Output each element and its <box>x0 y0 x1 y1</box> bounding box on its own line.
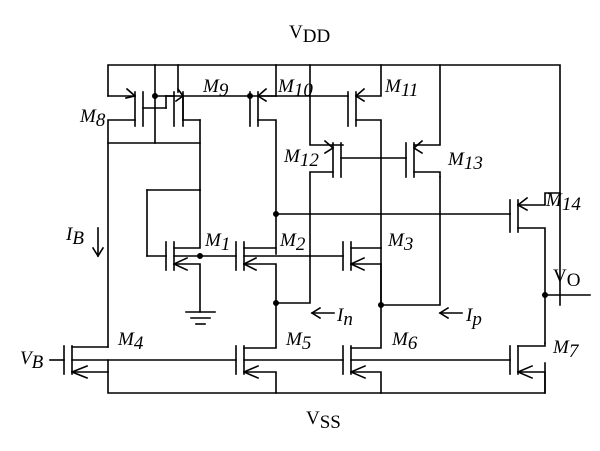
transistor-m13 <box>405 64 441 178</box>
m2-label: M2 <box>279 230 306 255</box>
transistor-m8 <box>107 87 167 348</box>
m8-label: M8 <box>79 106 106 131</box>
transistor-m6 <box>342 304 511 394</box>
ground-symbol <box>185 311 216 325</box>
junction-dots <box>152 93 548 308</box>
in-label: In <box>336 305 353 330</box>
vb-label: VB <box>20 348 44 373</box>
transistor-m2 <box>173 241 344 304</box>
vss-rail <box>107 359 546 394</box>
transistor-m12 <box>275 64 407 304</box>
transistor-m4 <box>49 345 237 380</box>
m5-label: M5 <box>285 329 311 354</box>
current-arrow-ib <box>91 227 105 258</box>
transistor-m1 <box>146 189 201 313</box>
m14-label: M14 <box>545 190 581 215</box>
transistor-m10 <box>182 64 277 255</box>
transistor-m14 <box>275 192 561 344</box>
vo-label: VO <box>553 266 580 291</box>
vdd-rail <box>107 64 561 306</box>
m3-label: M3 <box>387 230 413 255</box>
transistor-m5 <box>235 302 344 394</box>
ip-label: Ip <box>465 305 482 330</box>
vss-label: VSS <box>306 408 341 433</box>
m1-label: M1 <box>204 230 230 255</box>
transistor-m3 <box>342 241 382 306</box>
current-arrow-ip <box>438 306 463 320</box>
current-arrow-in <box>310 306 335 320</box>
m12-label: M12 <box>283 146 319 171</box>
m9-label: M9 <box>202 76 229 101</box>
m13-label: M13 <box>447 149 483 174</box>
vdd-label: VDD <box>289 22 330 47</box>
m4-label: M4 <box>117 329 144 354</box>
m10-label: M10 <box>277 76 313 101</box>
transistor-m11 <box>249 64 441 306</box>
transistor-m9 <box>107 64 201 191</box>
transistor-m7 <box>509 342 546 394</box>
m11-label: M11 <box>384 76 418 101</box>
ib-label: IB <box>65 224 84 249</box>
m7-label: M7 <box>552 337 580 362</box>
m6-label: M6 <box>391 329 418 354</box>
